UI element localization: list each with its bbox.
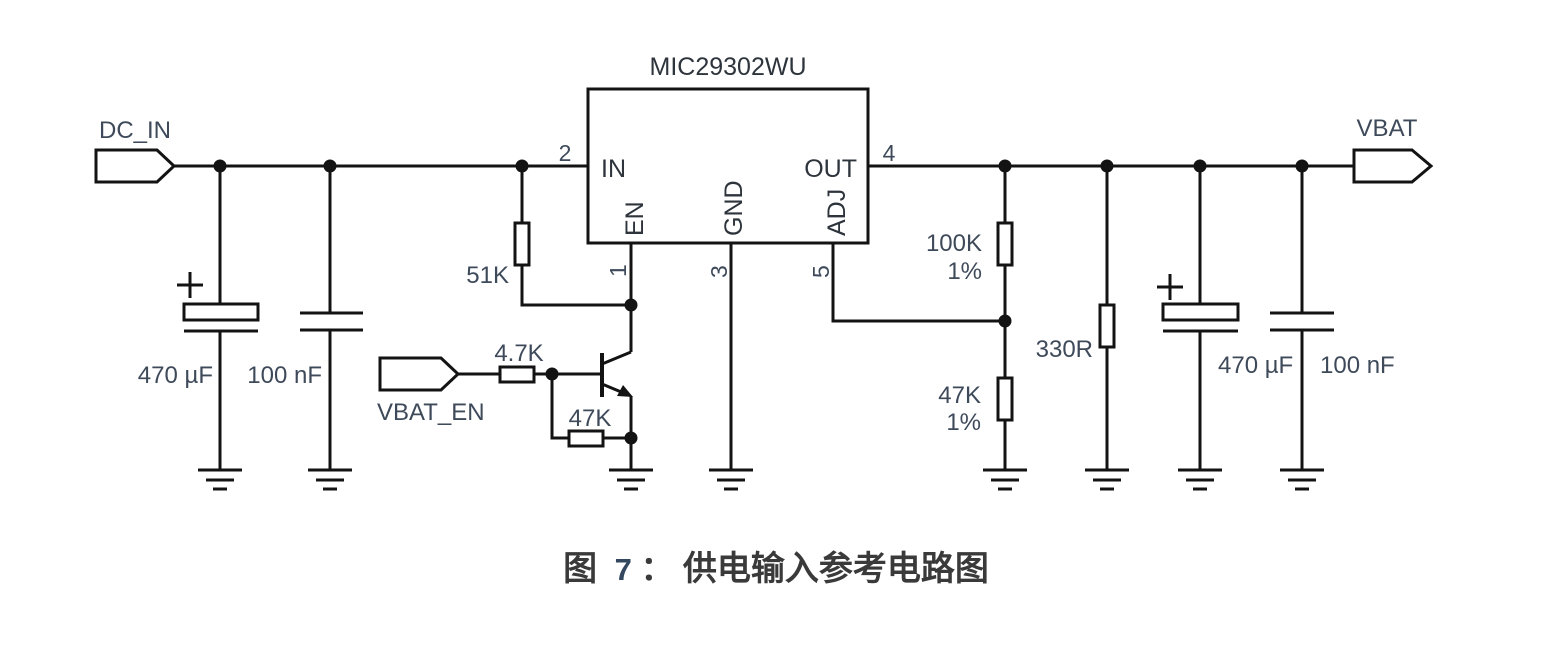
capacitor-input-bulk: 470 µF bbox=[138, 272, 260, 389]
resistor-value: 47K bbox=[938, 382, 981, 409]
cap-positive-plate bbox=[182, 302, 260, 322]
ic-part-number: MIC29302WU bbox=[650, 53, 807, 81]
ground-lines bbox=[1280, 468, 1324, 491]
caption-figure-word: 图 bbox=[563, 551, 597, 588]
junction-dot bbox=[1100, 159, 1114, 173]
resistor-body bbox=[996, 376, 1014, 422]
resistor-tolerance: 1% bbox=[947, 258, 982, 285]
resistor-value: 51K bbox=[466, 262, 509, 289]
ground-lines bbox=[1178, 468, 1222, 491]
junction-dot bbox=[1193, 159, 1207, 173]
regulator-ic: MIC29302WU IN OUT EN GND ADJ 2 4 1 3 5 bbox=[559, 53, 896, 278]
capacitor-input-bypass: 100 nF bbox=[247, 311, 363, 389]
resistor-body bbox=[513, 221, 531, 267]
ground-icon bbox=[709, 468, 753, 491]
resistor-body bbox=[498, 365, 536, 384]
figure-caption: 图 7 ： 供电输入参考电路图 bbox=[563, 550, 989, 588]
junction-dot bbox=[545, 367, 559, 381]
junction-dot bbox=[213, 159, 227, 173]
ic-pin-adj-label: ADJ bbox=[823, 189, 851, 236]
resistor-value: 4.7K bbox=[494, 340, 543, 367]
cap-value: 470 µF bbox=[138, 362, 213, 389]
ic-pin-adj-number: 5 bbox=[808, 265, 834, 278]
resistor-tolerance: 1% bbox=[946, 409, 981, 436]
resistor-base-pulldown: 47K bbox=[567, 405, 612, 448]
ground-icon bbox=[1085, 468, 1129, 491]
resistor-load: 330R bbox=[1036, 303, 1116, 363]
ground-lines bbox=[198, 468, 242, 491]
ic-pin-out-number: 4 bbox=[883, 140, 896, 166]
resistor-base-series: 4.7K bbox=[494, 340, 544, 384]
adj-pin-wire bbox=[831, 243, 1005, 323]
ic-pin-in-label: IN bbox=[601, 155, 626, 183]
ic-pin-en-label: EN bbox=[621, 201, 649, 236]
ground-icon bbox=[983, 468, 1027, 491]
junction-dot bbox=[998, 314, 1012, 328]
ic-pin-out-label: OUT bbox=[804, 155, 857, 183]
ic-pin-gnd-label: GND bbox=[720, 180, 748, 236]
vbat-label: VBAT bbox=[1357, 115, 1418, 142]
en-pullup-bottom-wire bbox=[520, 265, 631, 307]
npn-transistor bbox=[600, 350, 633, 397]
resistor-value: 330R bbox=[1036, 336, 1093, 363]
transistor-collector-lead bbox=[601, 350, 632, 366]
junction-dot bbox=[1295, 159, 1309, 173]
capacitor-output-bypass: 100 nF bbox=[1270, 311, 1395, 379]
caption-figure-number: 7 bbox=[615, 552, 632, 587]
polarity-plus-icon bbox=[177, 272, 203, 298]
polarity-plus-icon bbox=[1157, 274, 1183, 300]
resistor-body bbox=[1098, 303, 1116, 349]
ground-lines bbox=[609, 468, 653, 491]
ic-pin-gnd-number: 3 bbox=[706, 265, 732, 278]
ground-icon bbox=[609, 468, 653, 491]
junction-dot bbox=[624, 431, 638, 445]
port-dc-in: DC_IN bbox=[94, 117, 177, 184]
junction-dot bbox=[624, 298, 638, 312]
dc-in-label: DC_IN bbox=[99, 117, 171, 144]
dc-in-flag bbox=[94, 148, 177, 184]
ground-lines bbox=[983, 468, 1027, 491]
resistor-feedback-top: 100K 1% bbox=[926, 221, 1014, 285]
cap-value: 100 nF bbox=[1320, 352, 1395, 379]
cap-positive-plate bbox=[1161, 302, 1240, 322]
port-vbat-en: VBAT_EN bbox=[377, 356, 485, 426]
junction-dot bbox=[515, 159, 529, 173]
ic-pin-en-number: 1 bbox=[605, 264, 631, 277]
port-vbat: VBAT bbox=[1352, 115, 1434, 184]
ground-icon bbox=[1178, 468, 1222, 491]
junction-dot bbox=[323, 159, 337, 173]
resistor-feedback-bottom: 47K 1% bbox=[938, 376, 1014, 436]
resistor-value: 47K bbox=[569, 405, 612, 432]
resistor-value: 100K bbox=[926, 230, 982, 257]
transistor-emitter-arrow-icon bbox=[617, 385, 633, 397]
caption-title: 供电输入参考电路图 bbox=[682, 550, 989, 588]
vbat-en-flag bbox=[378, 356, 461, 392]
vbat-flag bbox=[1352, 148, 1434, 184]
capacitor-output-bulk: 470 µF bbox=[1157, 274, 1293, 379]
ground-lines bbox=[709, 468, 753, 491]
ground-symbols bbox=[198, 468, 1324, 491]
cap-value: 470 µF bbox=[1218, 352, 1293, 379]
junction-dots bbox=[213, 159, 1309, 445]
ic-pin-in-number: 2 bbox=[559, 140, 572, 166]
ground-lines bbox=[308, 468, 352, 491]
vbat-en-label: VBAT_EN bbox=[377, 399, 485, 426]
ground-icon bbox=[198, 468, 242, 491]
resistor-body bbox=[567, 429, 605, 448]
junction-dot bbox=[998, 159, 1012, 173]
ground-icon bbox=[308, 468, 352, 491]
resistor-en-pullup: 51K bbox=[466, 221, 531, 289]
ground-icon bbox=[1280, 468, 1324, 491]
resistor-body bbox=[996, 221, 1014, 267]
ground-lines bbox=[1085, 468, 1129, 491]
cap-value: 100 nF bbox=[247, 362, 322, 389]
base-pulldown-left-wire bbox=[550, 374, 569, 440]
caption-colon: ： bbox=[640, 551, 674, 588]
ic-body bbox=[586, 87, 870, 245]
